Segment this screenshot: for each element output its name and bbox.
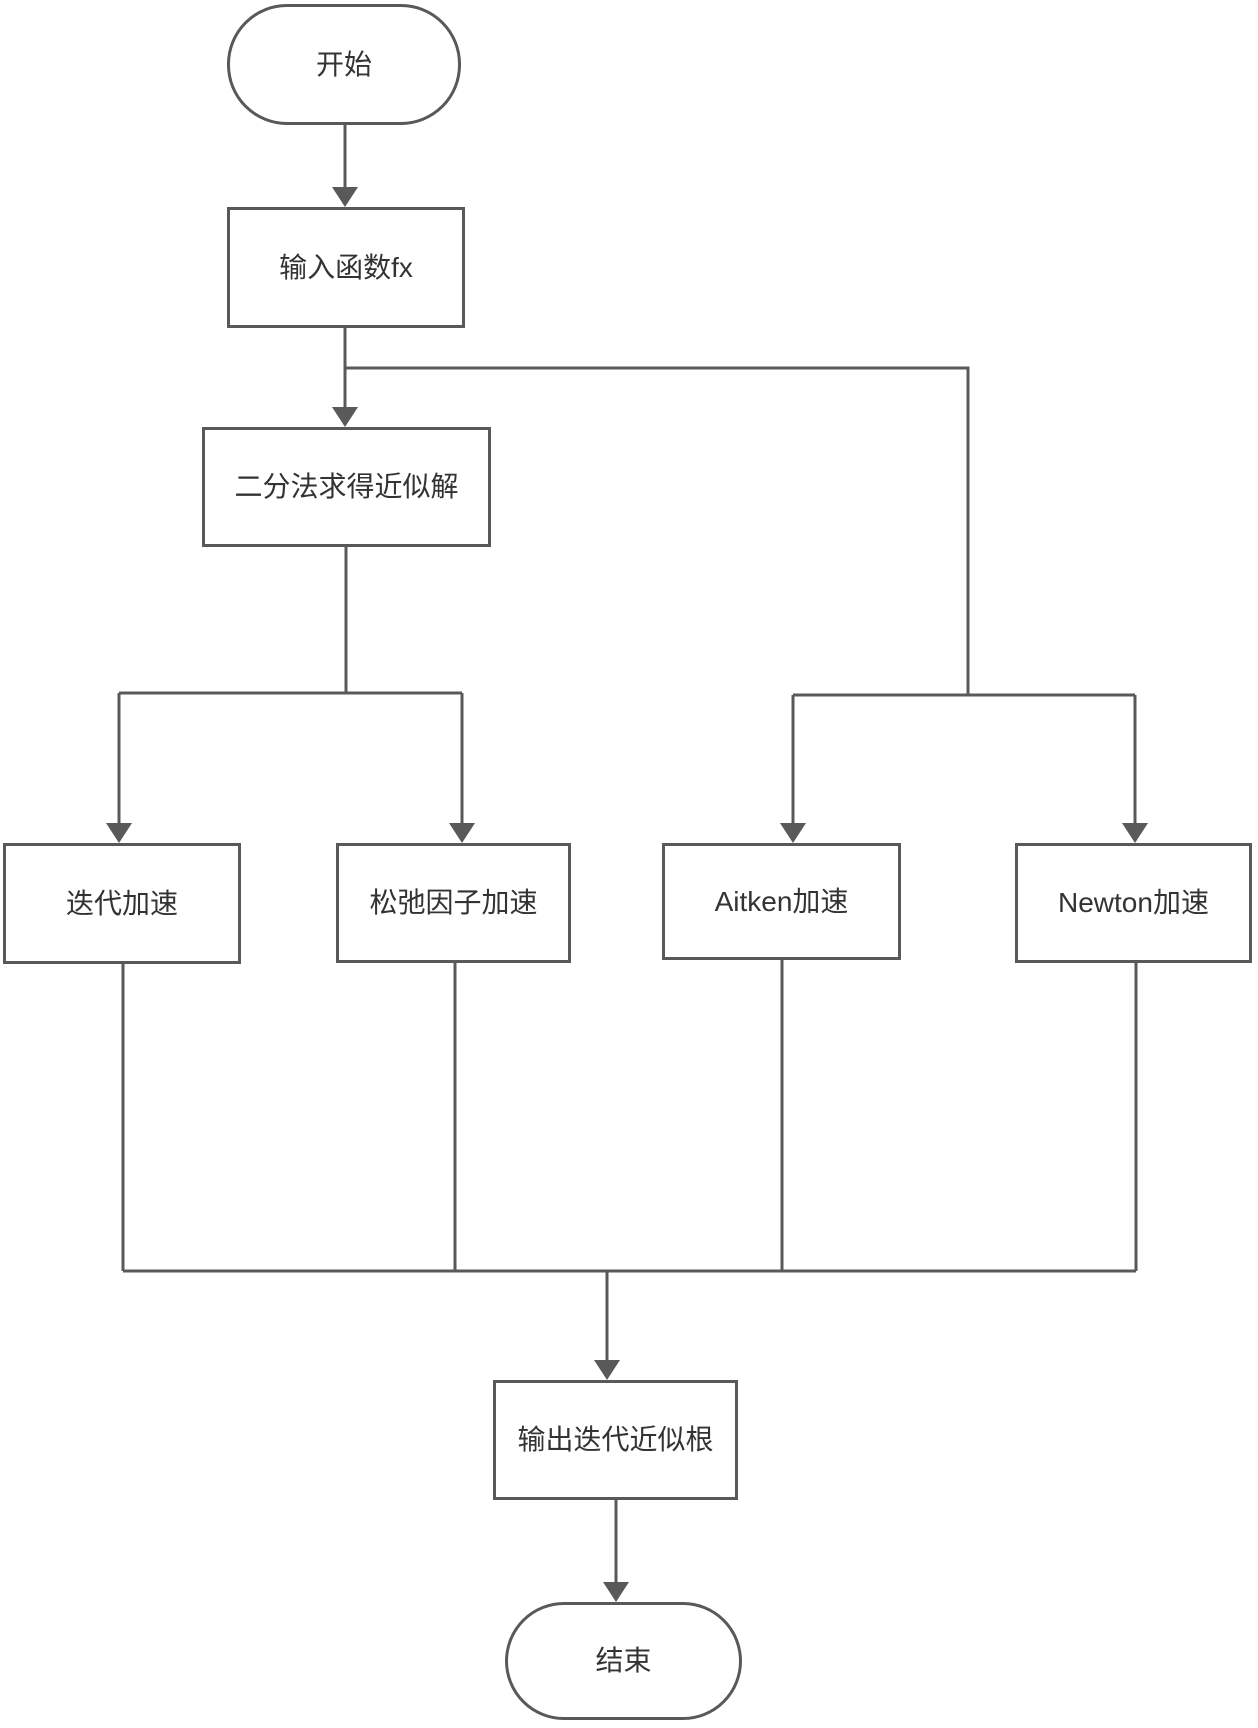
node-end-label: 结束 [595,1645,652,1677]
node-output-root: 输出迭代近似根 [493,1380,738,1500]
node-aitken-acceleration: Aitken加速 [662,843,901,960]
node-end: 结束 [505,1602,742,1720]
node-newton-acceleration: Newton加速 [1015,843,1252,963]
node-start: 开始 [227,4,461,125]
node-input-function-label: 输入函数fx [279,251,413,283]
node-iteration-acceleration: 迭代加速 [3,843,241,964]
node-iteration-acceleration-label: 迭代加速 [65,887,178,919]
node-input-function: 输入函数fx [227,207,465,328]
node-newton-acceleration-label: Newton加速 [1058,887,1209,919]
node-output-root-label: 输出迭代近似根 [517,1424,714,1456]
node-relaxation-factor-acceleration-label: 松弛因子加速 [369,887,538,919]
node-relaxation-factor-acceleration: 松弛因子加速 [336,843,571,963]
node-aitken-acceleration-label: Aitken加速 [714,885,849,917]
node-start-label: 开始 [315,48,372,80]
node-bisection-method: 二分法求得近似解 [202,427,491,547]
edge-input-branch-right [345,366,970,695]
node-bisection-method-label: 二分法求得近似解 [234,471,459,503]
